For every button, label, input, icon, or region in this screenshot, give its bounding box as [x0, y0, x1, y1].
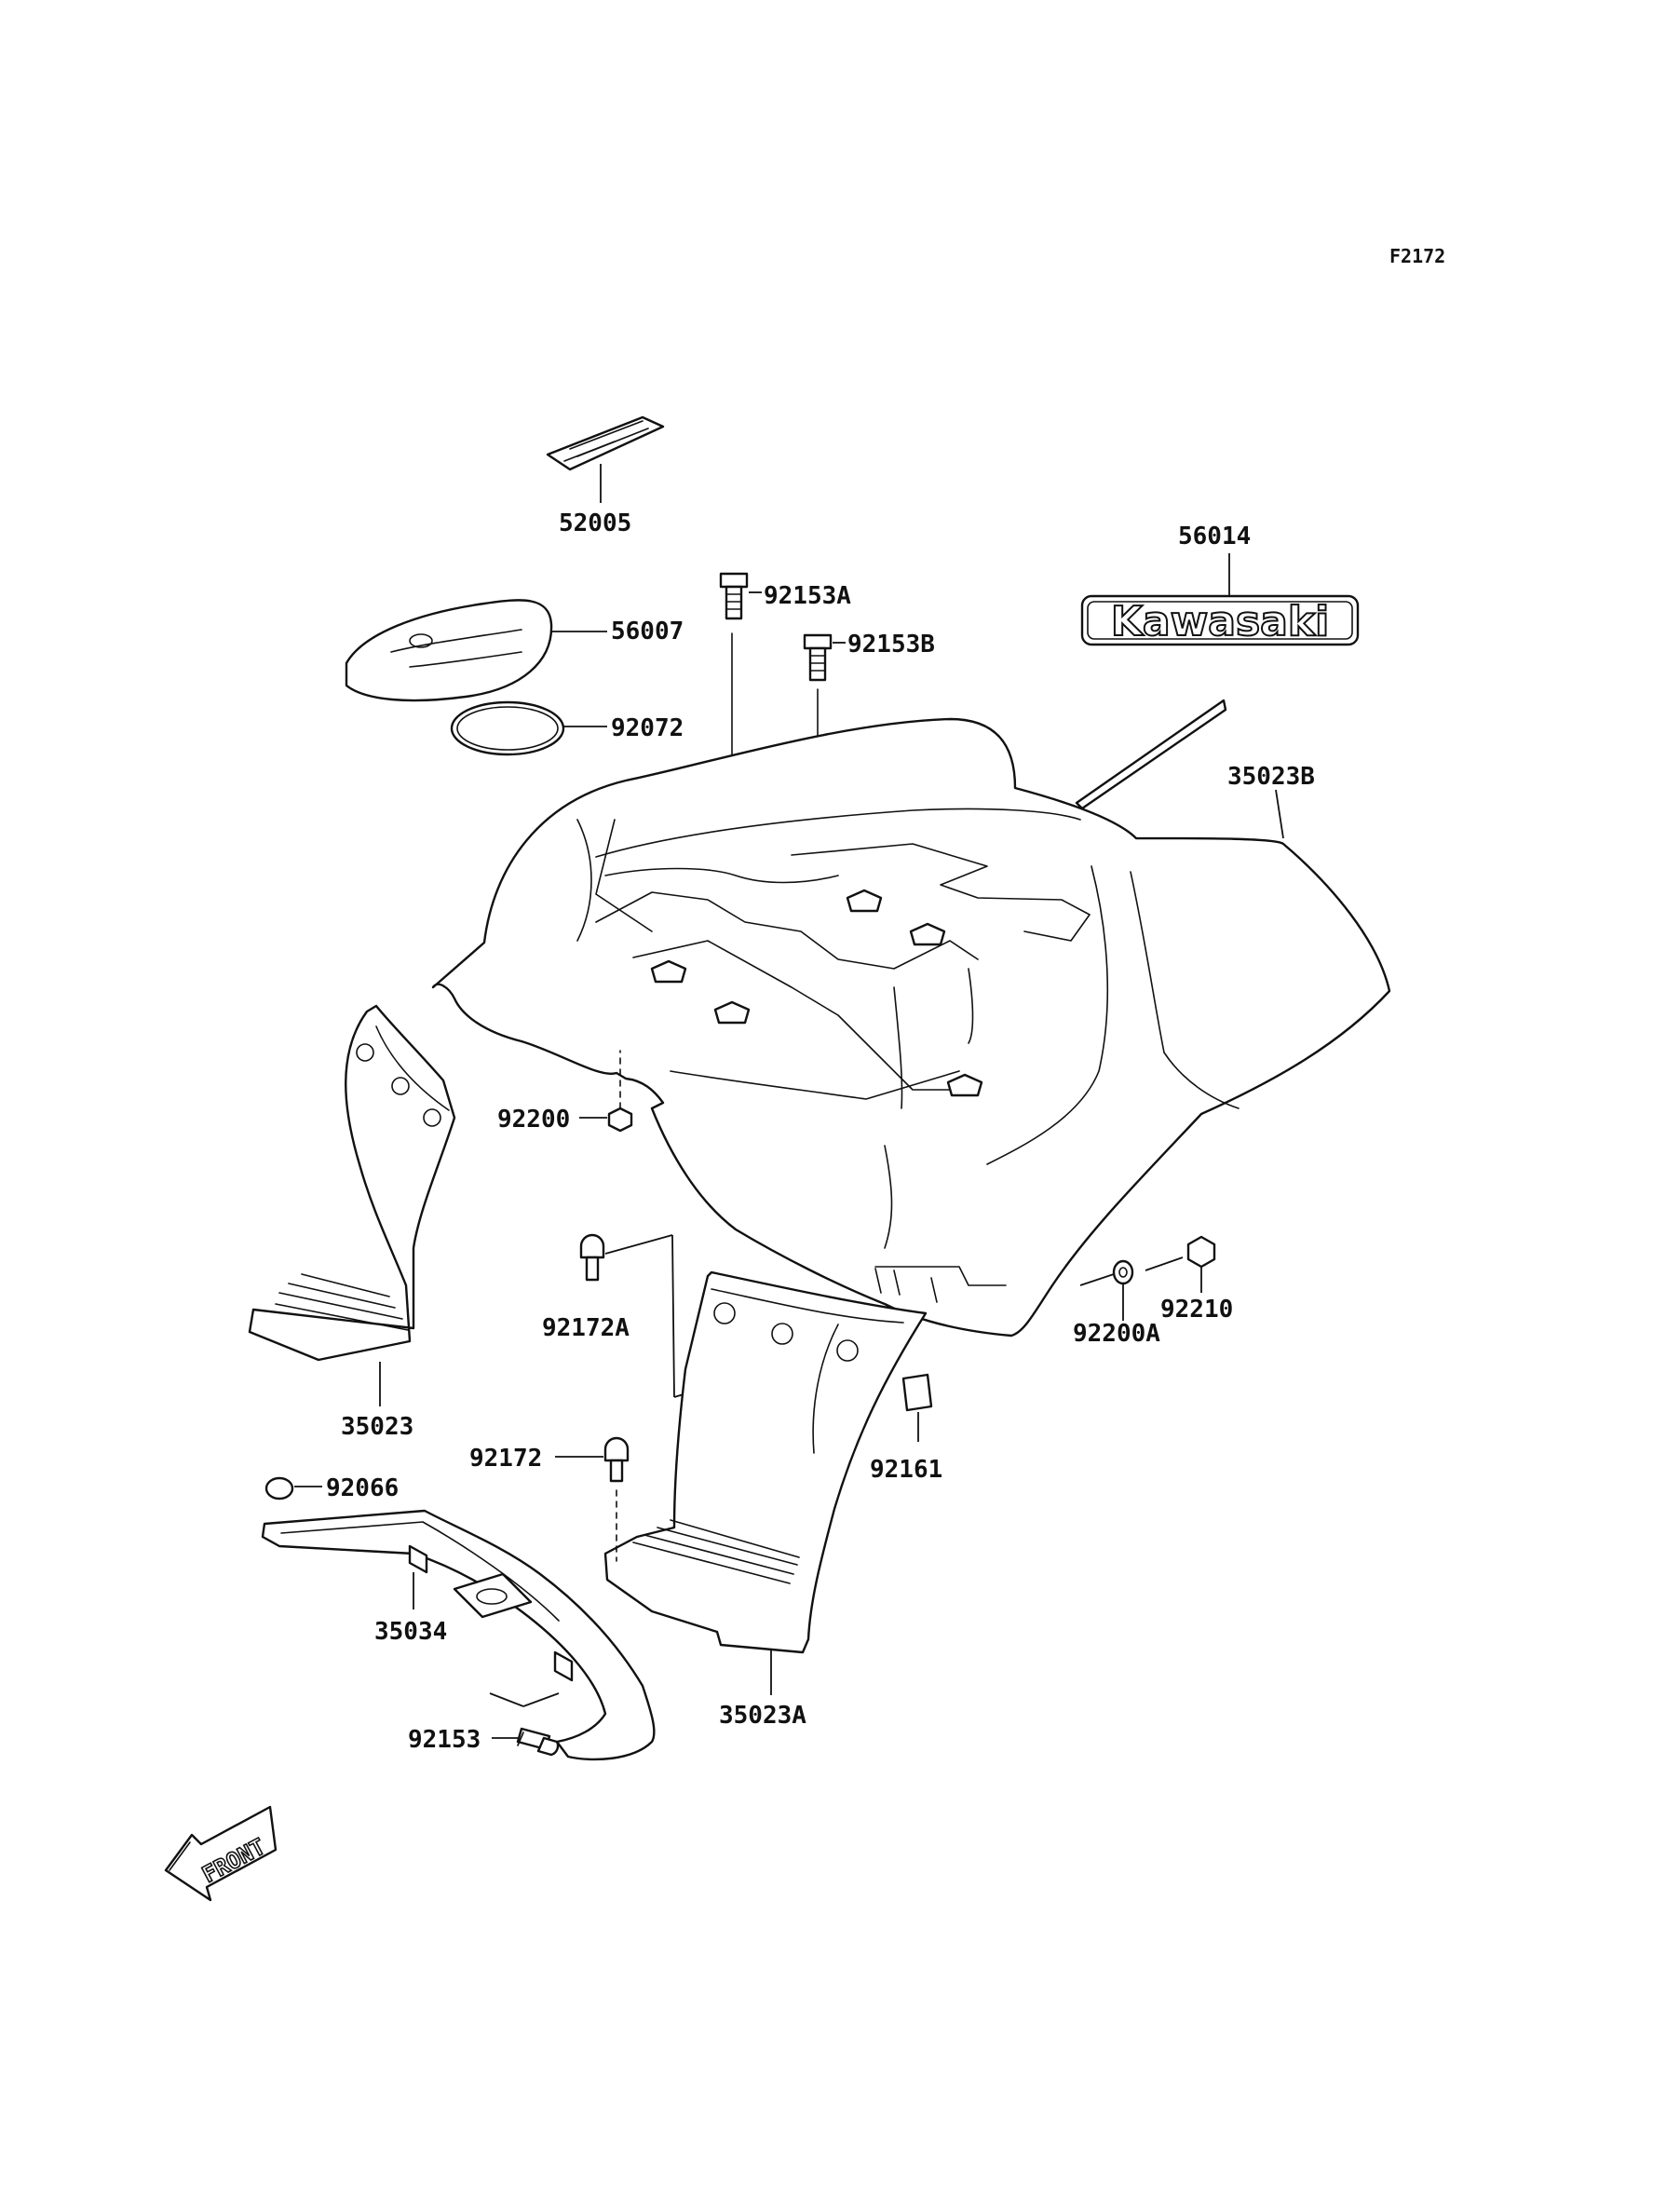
pad-52005: [546, 415, 665, 503]
label-92200: 92200: [497, 1106, 570, 1134]
label-35023: 35023: [341, 1413, 413, 1441]
label-92153A: 92153A: [764, 582, 851, 610]
bracket-35034: [261, 1509, 656, 1761]
left-mudguard-35023: [248, 1004, 456, 1406]
label-52005: 52005: [559, 509, 631, 537]
kawasaki-logo-text: Kawasaki: [1111, 598, 1329, 645]
label-35034: 35034: [374, 1618, 447, 1646]
label-92153: 92153: [408, 1726, 481, 1754]
washer-92200A: [1079, 1259, 1134, 1321]
figure-code: F2172: [1389, 245, 1445, 267]
label-92210: 92210: [1160, 1296, 1233, 1324]
label-92172: 92172: [469, 1445, 542, 1473]
label-92072: 92072: [611, 714, 684, 742]
rear-fender-35023B: [431, 699, 1391, 1338]
label-56014: 56014: [1178, 523, 1251, 550]
nut-92200: [579, 1050, 633, 1133]
kawasaki-emblem-56014: Kawasaki: [1080, 553, 1360, 646]
screw-92172: [555, 1436, 630, 1562]
right-mudguard-35023A: [603, 1270, 928, 1695]
label-56007: 56007: [611, 618, 684, 645]
label-35023B: 35023B: [1227, 763, 1315, 791]
label-92172A: 92172A: [542, 1314, 630, 1342]
ring-92072: [450, 700, 607, 756]
label-92200A: 92200A: [1073, 1320, 1160, 1348]
label-92153B: 92153B: [847, 631, 935, 659]
pad-92161: [901, 1373, 933, 1442]
label-35023A: 35023A: [719, 1702, 806, 1730]
nut-92210: [1145, 1235, 1216, 1293]
bolt-92153: [489, 1692, 560, 1757]
cover-56007: [345, 599, 607, 702]
cap-92066: [264, 1476, 322, 1501]
label-92066: 92066: [326, 1474, 399, 1502]
front-direction-arrow: FRONT: [164, 1805, 278, 1902]
label-92161: 92161: [870, 1456, 942, 1484]
